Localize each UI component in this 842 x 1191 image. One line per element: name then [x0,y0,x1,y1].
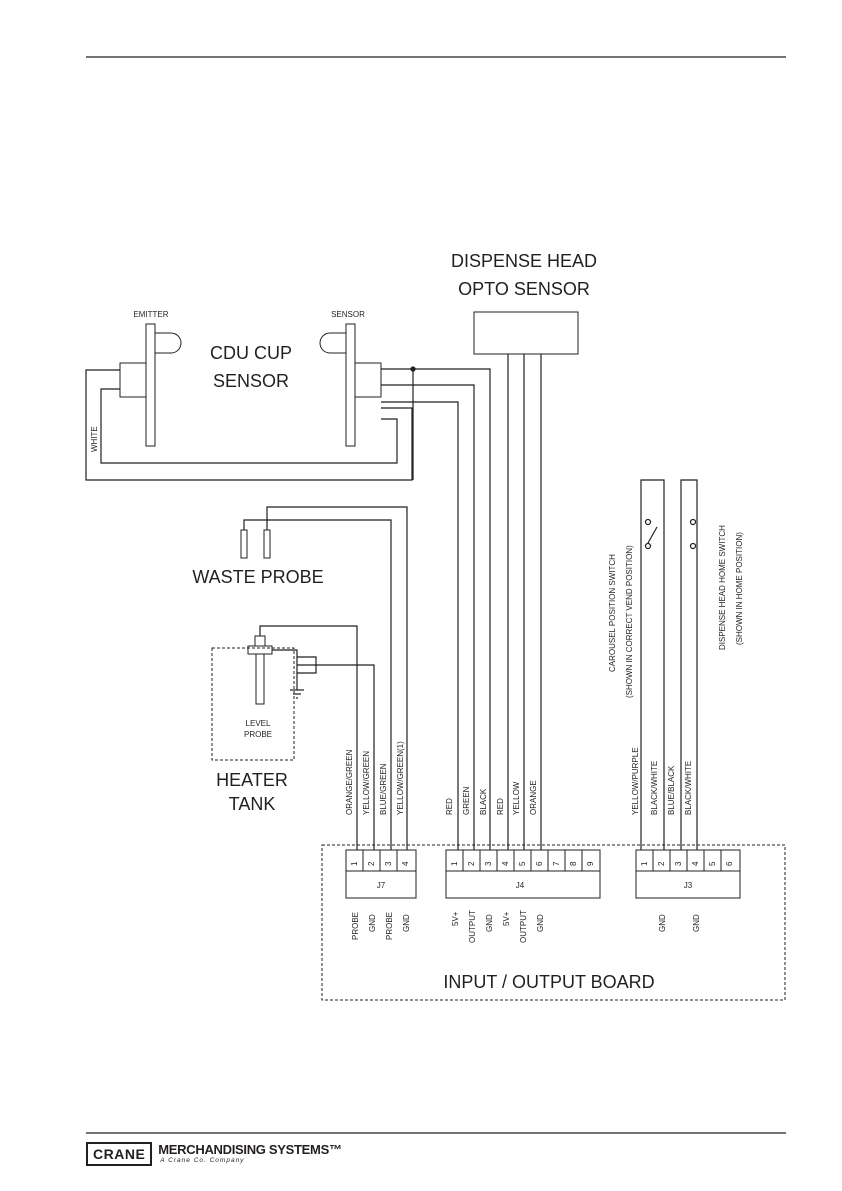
heater-tank-title-2: TANK [229,794,276,814]
j4-pin-7: 7 [552,861,561,866]
j3-pin-6: 6 [725,861,734,866]
j3-name: J3 [684,881,693,890]
brand-subtitle: A Crane Co. Company [160,1157,245,1164]
j3-func-2: GND [692,914,701,932]
j3-func-1: GND [658,914,667,932]
wire-label-j7-4: YELLOW/GREEN(1) [396,741,405,815]
j7-pin-1: 1 [350,861,359,866]
j7-pin-4: 4 [401,861,410,866]
carousel-switch-label-1: CAROUSEL POSITION SWITCH [608,554,617,672]
j4-pin-5: 5 [518,861,527,866]
j4-func-4: 5V+ [502,911,511,926]
wire-label-j3-4: BLACK/WHITE [684,761,693,815]
j7-func-4: GND [402,914,411,932]
j4-func-6: GND [536,914,545,932]
cdu-outer-loop [85,369,413,481]
opto-sensor-wires [507,354,542,850]
j3-pin-4: 4 [691,861,700,866]
waste-probe [240,506,408,850]
j4-pin-6: 6 [535,861,544,866]
j4-pin-9: 9 [586,861,595,866]
io-board-title: INPUT / OUTPUT BOARD [443,972,654,992]
waste-probe-title: WASTE PROBE [192,567,323,587]
j7-func-3: PROBE [385,912,394,940]
j4-pin-1: 1 [450,861,459,866]
j4-pin-8: 8 [569,861,578,866]
white-wire-label: WHITE [90,426,99,452]
cdu-title-1: CDU CUP [210,343,292,363]
j3-pin-5: 5 [708,861,717,866]
j3-pin-1: 1 [640,861,649,866]
emitter-label: EMITTER [133,310,168,319]
brand-block: MERCHANDISING SYSTEMS™ A Crane Co. Compa… [158,1142,342,1165]
footer-logo: CRANE MERCHANDISING SYSTEMS™ A Crane Co.… [86,1141,342,1167]
home-switch-label-1: DISPENSE HEAD HOME SWITCH [718,525,727,650]
connector-j7 [345,849,417,899]
carousel-position-switch [640,479,665,850]
wire-label-j7-2: YELLOW/GREEN [362,751,371,815]
j7-pin-3: 3 [384,861,393,866]
wire-label-j7-3: BLUE/GREEN [379,763,388,815]
sensor-component [319,323,382,447]
j4-func-3: GND [485,914,494,932]
level-probe-label-1: LEVEL [246,719,271,728]
emitter-component [119,323,182,447]
cdu-sensor-wires [381,366,491,850]
j7-func-1: PROBE [351,912,360,940]
j4-pin-2: 2 [467,861,476,866]
cdu-inner-loop [100,388,398,464]
wire-label-j4-1: RED [445,798,454,815]
j4-pin-3: 3 [484,861,493,866]
j7-name: J7 [377,881,386,890]
heater-tank [211,625,375,850]
level-probe-label-2: PROBE [244,730,272,739]
dispense-head-title-1: DISPENSE HEAD [451,251,597,271]
wire-label-j3-2: BLACK/WHITE [650,761,659,815]
dispense-head-home-switch [680,479,698,850]
j4-func-1: 5V+ [451,911,460,926]
cdu-title-2: SENSOR [213,371,289,391]
wire-label-j4-2: GREEN [462,786,471,815]
wire-label-j4-6: ORANGE [529,780,538,815]
j3-pin-3: 3 [674,861,683,866]
j4-func-2: OUTPUT [468,910,477,943]
wire-label-j7-1: ORANGE/GREEN [345,749,354,815]
connector-j4 [445,849,601,899]
wire-label-j4-3: BLACK [479,788,488,815]
io-board-outline [321,844,786,1001]
home-switch-label-2: (SHOWN IN HOME POSITION) [735,532,744,645]
j4-func-5: OUTPUT [519,910,528,943]
wire-label-j4-5: YELLOW [512,781,521,815]
wire-label-j3-1: YELLOW/PURPLE [631,747,640,815]
heater-tank-title-1: HEATER [216,770,288,790]
brand-name: MERCHANDISING SYSTEMS™ [158,1142,342,1157]
connector-j3 [635,849,741,899]
j7-pin-2: 2 [367,861,376,866]
j3-pin-2: 2 [657,861,666,866]
dispense-head-title-2: OPTO SENSOR [458,279,590,299]
carousel-switch-label-2: (SHOWN IN CORRECT VEND POSITION) [625,545,634,698]
wire-label-j3-3: BLUE/BLACK [667,765,676,815]
opto-sensor-box [473,311,579,355]
crane-logo-box: CRANE [86,1142,153,1166]
sensor-label: SENSOR [331,310,365,319]
j7-func-2: GND [368,914,377,932]
wire-label-j4-4: RED [496,798,505,815]
j4-pin-4: 4 [501,861,510,866]
j4-name: J4 [516,881,525,890]
